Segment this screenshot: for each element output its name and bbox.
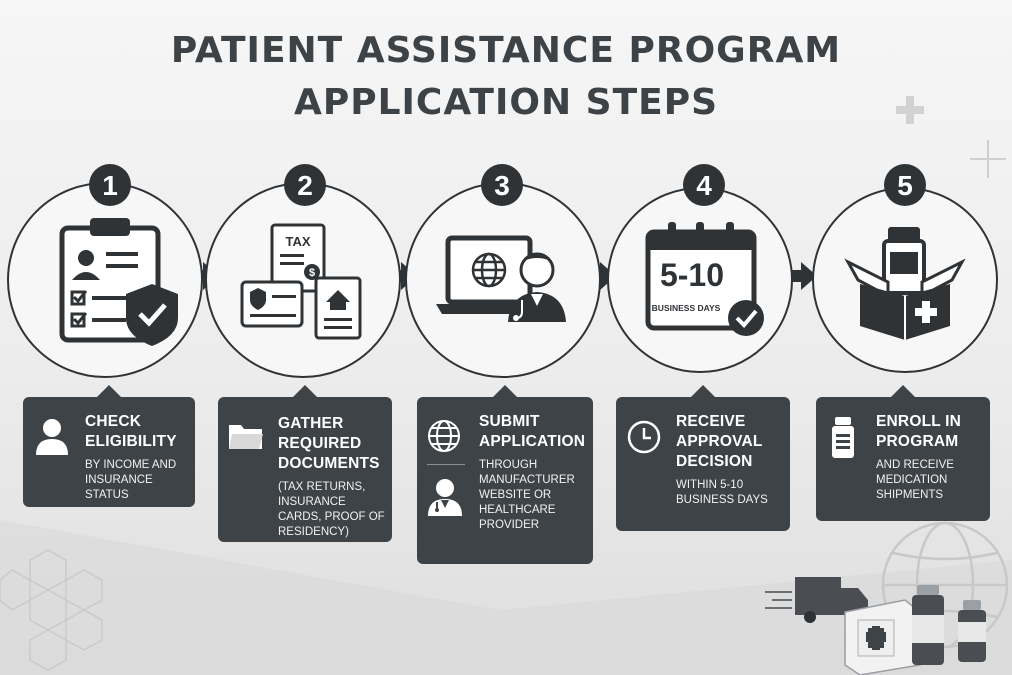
step-description: BY INCOME AND INSURANCE STATUS [85, 459, 177, 501]
step-2-card: GATHER REQUIRED DOCUMENTS (TAX RETURNS, … [218, 385, 392, 542]
step-4-card: RECEIVE APPROVAL DECISION WITHIN 5-10 BU… [616, 385, 790, 531]
laptop-doctor-icon [436, 235, 566, 322]
plus-icon [970, 140, 1006, 178]
vial-icon [912, 585, 986, 665]
tax-label: TAX [285, 234, 310, 249]
folder-icon [229, 425, 263, 449]
documents-icon: TAX $ [240, 223, 362, 340]
hexagon-pattern [0, 549, 103, 671]
step-title: SUBMIT APPLICATION [479, 413, 586, 450]
step-description: (TAX RETURNS, INSURANCE CARDS, PROOF OF … [278, 481, 385, 538]
page-title-line-1: PATIENT ASSISTANCE PROGRAM [170, 30, 842, 71]
doctor-icon [428, 479, 462, 516]
page-title-line-2: APPLICATION STEPS [293, 82, 719, 123]
globe-icon [428, 420, 460, 452]
medicine-box-icon [844, 227, 966, 340]
svg-text:$: $ [309, 267, 315, 279]
person-icon [36, 419, 68, 455]
step-title: RECEIVE APPROVAL DECISION [676, 413, 763, 470]
step-3-number-badge: 3 [481, 164, 523, 206]
plus-icon [896, 96, 924, 124]
calendar-sublabel: BUSINESS DAYS [652, 303, 721, 313]
step-5-number-badge: 5 [884, 164, 926, 206]
step-description: AND RECEIVE MEDICATION SHIPMENTS [876, 459, 954, 501]
calendar-check-icon: 5-10 BUSINESS DAYS [645, 222, 764, 336]
step-4-number-badge: 4 [683, 164, 725, 206]
steps-diagram: 1 2 TAX $ [7, 164, 998, 378]
step-1-number-badge: 1 [89, 164, 131, 206]
medicine-bottle-icon [832, 417, 854, 458]
step-title: GATHER REQUIRED DOCUMENTS [278, 415, 380, 472]
step-number: 4 [696, 170, 712, 201]
step-1-card: CHECK ELIGIBILITY BY INCOME AND INSURANC… [23, 385, 195, 507]
step-number: 5 [897, 170, 913, 201]
step-description: WITHIN 5-10 BUSINESS DAYS [676, 479, 768, 506]
step-number: 3 [494, 170, 510, 201]
calendar-days-label: 5-10 [660, 257, 724, 293]
step-title: CHECK ELIGIBILITY [85, 413, 177, 450]
clipboard-shield-icon [59, 218, 178, 346]
medical-box-icon [844, 599, 921, 675]
step-3-card: SUBMIT APPLICATION THROUGH MANUFACTURER … [417, 385, 593, 564]
step-number: 1 [102, 170, 118, 201]
step-5-card: ENROLL IN PROGRAM AND RECEIVE MEDICATION… [816, 385, 990, 521]
step-description: THROUGH MANUFACTURER WEBSITE OR HEALTHCA… [479, 459, 575, 531]
step-2-number-badge: 2 [284, 164, 326, 206]
step-number: 2 [297, 170, 313, 201]
step-title: ENROLL IN PROGRAM [876, 413, 962, 450]
clock-icon [627, 420, 661, 454]
